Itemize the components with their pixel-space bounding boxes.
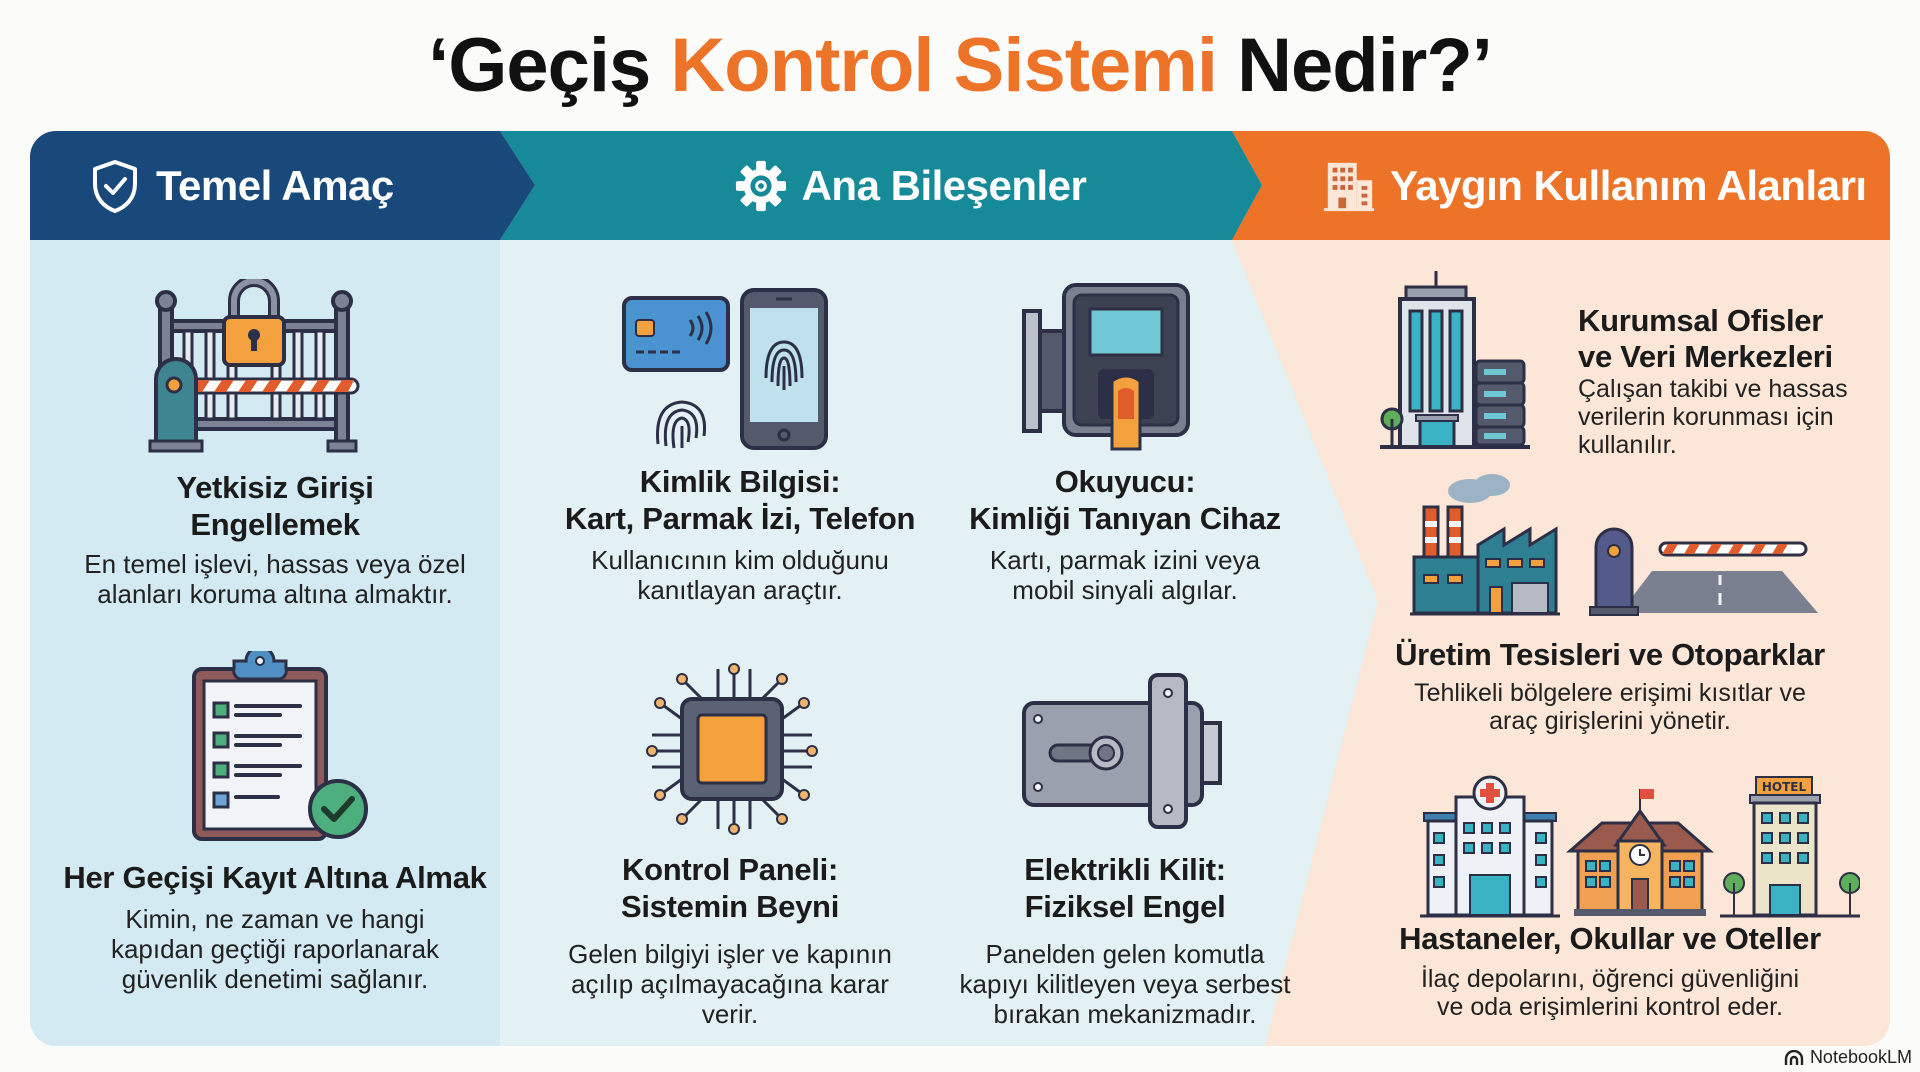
infographic-card: Temel Amaç Ana Bileşenler	[30, 131, 1890, 1046]
page-title: ‘Geçiş Kontrol Sistemi Nedir?’	[0, 18, 1920, 114]
electric-lock-icon	[1022, 673, 1222, 829]
svg-text:HOTEL: HOTEL	[1762, 780, 1807, 794]
title-accent: Kontrol Sistemi	[670, 23, 1218, 108]
purpose-block-logging: Her Geçişi Kayıt Altına Almak Kimin, ne …	[40, 859, 510, 994]
shield-check-icon	[93, 159, 137, 213]
card-phone-fingerprint-icon	[622, 288, 828, 450]
reader-device-icon	[1022, 283, 1190, 451]
component-control-panel: Kontrol Paneli:Sistemin Beyni Gelen bilg…	[520, 851, 940, 1029]
building-icon	[1323, 162, 1375, 211]
hotel-icon: HOTEL	[1720, 776, 1860, 918]
component-heading: Kimlik Bilgisi:Kart, Parmak İzi, Telefon	[564, 464, 916, 536]
hospital-icon	[1420, 775, 1560, 918]
component-reader: Okuyucu:Kimliği Tanıyan Cihaz Kartı, par…	[935, 463, 1315, 605]
header-ana-bilesenler: Ana Bileşenler	[535, 131, 1265, 240]
usage-heading: Hastaneler, Okullar ve Oteller	[1399, 921, 1821, 956]
header-label: Yaygın Kullanım Alanları	[1390, 161, 1867, 209]
factory-parking-barrier-icon	[1410, 474, 1818, 616]
component-heading: Okuyucu:Kimliği Tanıyan Cihaz	[969, 464, 1281, 536]
locked-gate-barrier-icon	[148, 279, 360, 453]
purpose-heading: Her Geçişi Kayıt Altına Almak	[63, 860, 487, 895]
notebooklm-logo-icon	[1784, 1049, 1804, 1065]
header-label: Ana Bileşenler	[801, 161, 1087, 209]
usage-hospitals-schools-hotels: Hastaneler, Okullar ve Oteller İlaç depo…	[1380, 921, 1840, 1021]
gear-icon	[735, 160, 786, 211]
title-suffix: Nedir?’	[1216, 23, 1493, 108]
title-prefix: ‘Geçiş	[428, 23, 671, 108]
watermark-label: NotebookLM	[1809, 1047, 1912, 1067]
header-label: Temel Amaç	[156, 161, 394, 209]
component-electric-lock: Elektrikli Kilit:Fiziksel Engel Panelden…	[935, 851, 1315, 1029]
usage-heading: Üretim Tesisleri ve Otoparklar	[1395, 637, 1825, 672]
office-datacenter-icon	[1380, 271, 1530, 449]
notebooklm-watermark: NotebookLM	[1784, 1047, 1912, 1068]
component-credential: Kimlik Bilgisi:Kart, Parmak İzi, Telefon…	[530, 463, 950, 605]
column-ana-bilesenler-bg	[30, 131, 1890, 1046]
chip-control-panel-icon	[646, 663, 818, 835]
school-icon	[1566, 789, 1714, 916]
clipboard-checklist-icon	[192, 651, 368, 841]
component-heading: Kontrol Paneli:Sistemin Beyni	[620, 852, 840, 924]
component-heading: Elektrikli Kilit:Fiziksel Engel	[1024, 852, 1226, 924]
usage-factories-parking: Üretim Tesisleri ve Otoparklar Tehlikeli…	[1370, 637, 1850, 735]
header-temel-amac: Temel Amaç	[30, 131, 535, 240]
header-yaygin-kullanim: Yaygın Kullanım Alanları	[1262, 131, 1890, 240]
hospital-school-hotel-icon: HOTEL	[1420, 775, 1860, 918]
